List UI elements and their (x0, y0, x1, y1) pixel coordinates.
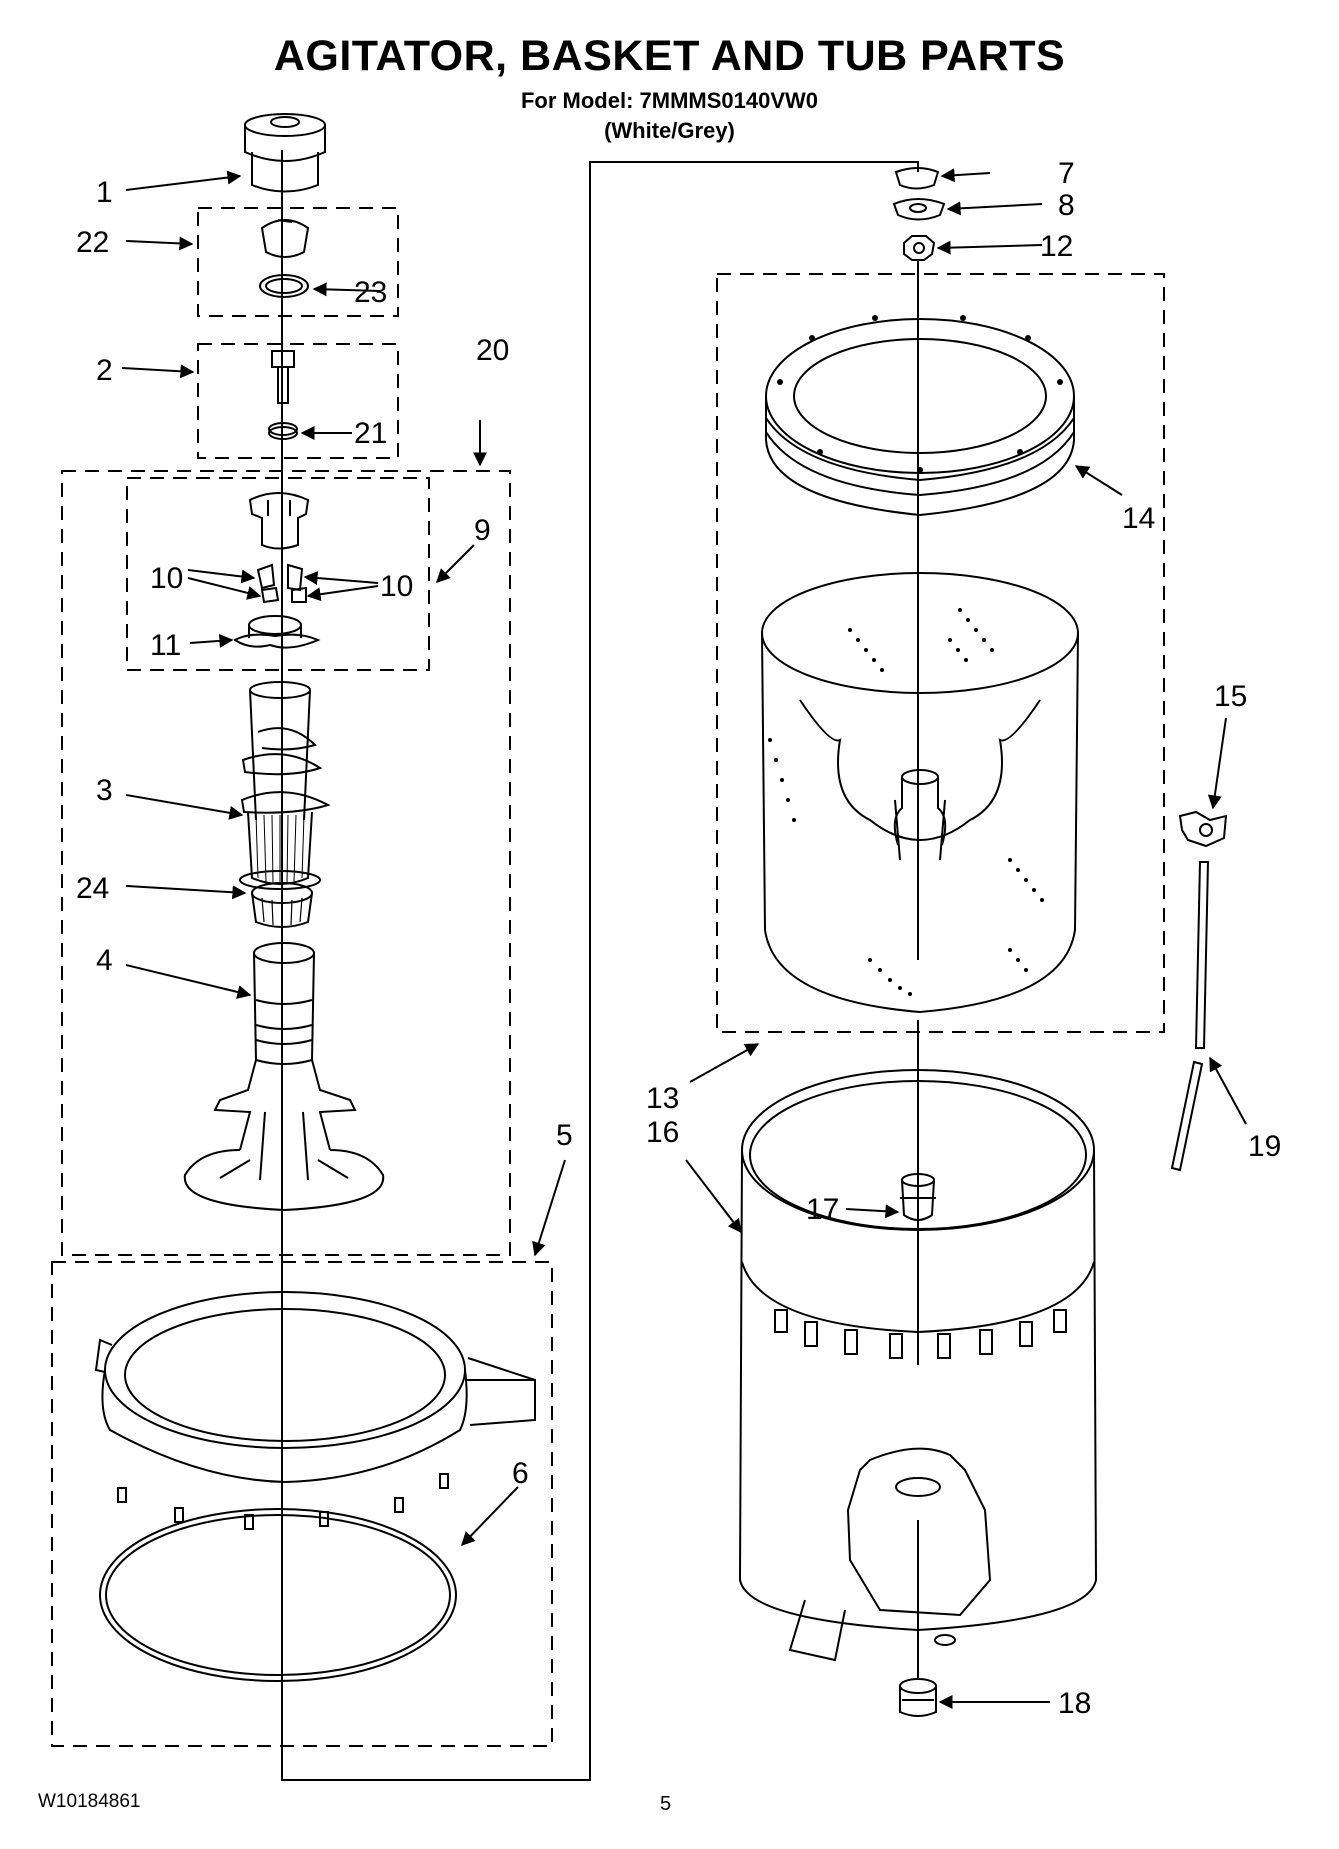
box-20 (61, 470, 511, 1256)
callout-16: 16 (646, 1116, 679, 1149)
box-9 (126, 477, 430, 671)
page-title: AGITATOR, BASKET AND TUB PARTS (273, 32, 1066, 80)
page-number: 5 (660, 1793, 672, 1815)
box-5 (51, 1261, 553, 1747)
tub-ring-part-5 (94, 1291, 536, 1530)
callout-17: 17 (806, 1193, 839, 1226)
plug-part-18 (899, 1678, 937, 1717)
callout-7: 7 (1058, 157, 1075, 190)
model-subtitle: For Model: 7MMMS0140VW0 (520, 88, 819, 113)
callout-24: 24 (76, 872, 109, 905)
cap-part-22 (260, 219, 310, 258)
washer-part-21 (268, 422, 298, 440)
callout-4: 4 (96, 944, 113, 977)
box-22 (197, 207, 399, 317)
callout-labels: 1 22 23 2 21 20 9 10 10 11 3 24 4 5 6 7 … (76, 157, 1281, 1720)
hose-part-19 (1170, 861, 1210, 1172)
hub-part-12 (903, 235, 936, 261)
cam-ring-part-11 (233, 615, 321, 649)
callout-10-right: 10 (380, 570, 413, 603)
callout-6: 6 (512, 1457, 529, 1490)
callout-2: 2 (96, 354, 113, 387)
snap-ring-part-6 (99, 1508, 457, 1682)
callout-15: 15 (1214, 680, 1247, 713)
callout-10-left: 10 (150, 562, 183, 595)
clip-part-15 (1178, 810, 1228, 848)
callout-11: 11 (150, 629, 181, 662)
callout-1: 1 (96, 176, 113, 209)
balance-ring-part-14 (765, 315, 1075, 517)
callout-5: 5 (556, 1119, 573, 1152)
seal-part-17 (900, 1173, 936, 1221)
color-variant: (White/Grey) (604, 118, 735, 143)
callout-9: 9 (474, 514, 491, 547)
washer-part-8 (892, 198, 946, 221)
callout-21: 21 (354, 417, 387, 450)
callout-8: 8 (1058, 189, 1075, 222)
callout-22: 22 (76, 226, 109, 259)
assembly-center-lines (281, 150, 919, 1781)
callout-12: 12 (1040, 230, 1073, 263)
callout-23: 23 (354, 276, 387, 309)
callout-19: 19 (1248, 1130, 1281, 1163)
callout-20: 20 (476, 334, 509, 367)
auger-part-3 (239, 681, 331, 890)
cam-part-9 (248, 492, 310, 550)
nut-part-7 (894, 167, 940, 190)
callout-leaders (121, 168, 1247, 1709)
dogs-part-10 (256, 563, 307, 604)
callout-14: 14 (1122, 502, 1155, 535)
callout-3: 3 (96, 774, 113, 807)
agitator-base-part-4 (183, 942, 385, 1212)
outer-tub-part-16 (738, 1069, 1098, 1662)
sub-assembly-boxes (51, 207, 1165, 1747)
o-ring-part-23 (259, 274, 309, 298)
box-2 (197, 343, 399, 459)
box-13 (716, 273, 1165, 1033)
callout-18: 18 (1058, 1687, 1091, 1720)
bolt-part-2 (271, 350, 295, 404)
callout-13: 13 (646, 1082, 679, 1115)
document-number: W10184861 (38, 1791, 141, 1812)
basket-part-13 (761, 572, 1079, 1014)
bearing-part-24 (251, 882, 313, 928)
agitator-cap-part-1 (244, 113, 326, 193)
